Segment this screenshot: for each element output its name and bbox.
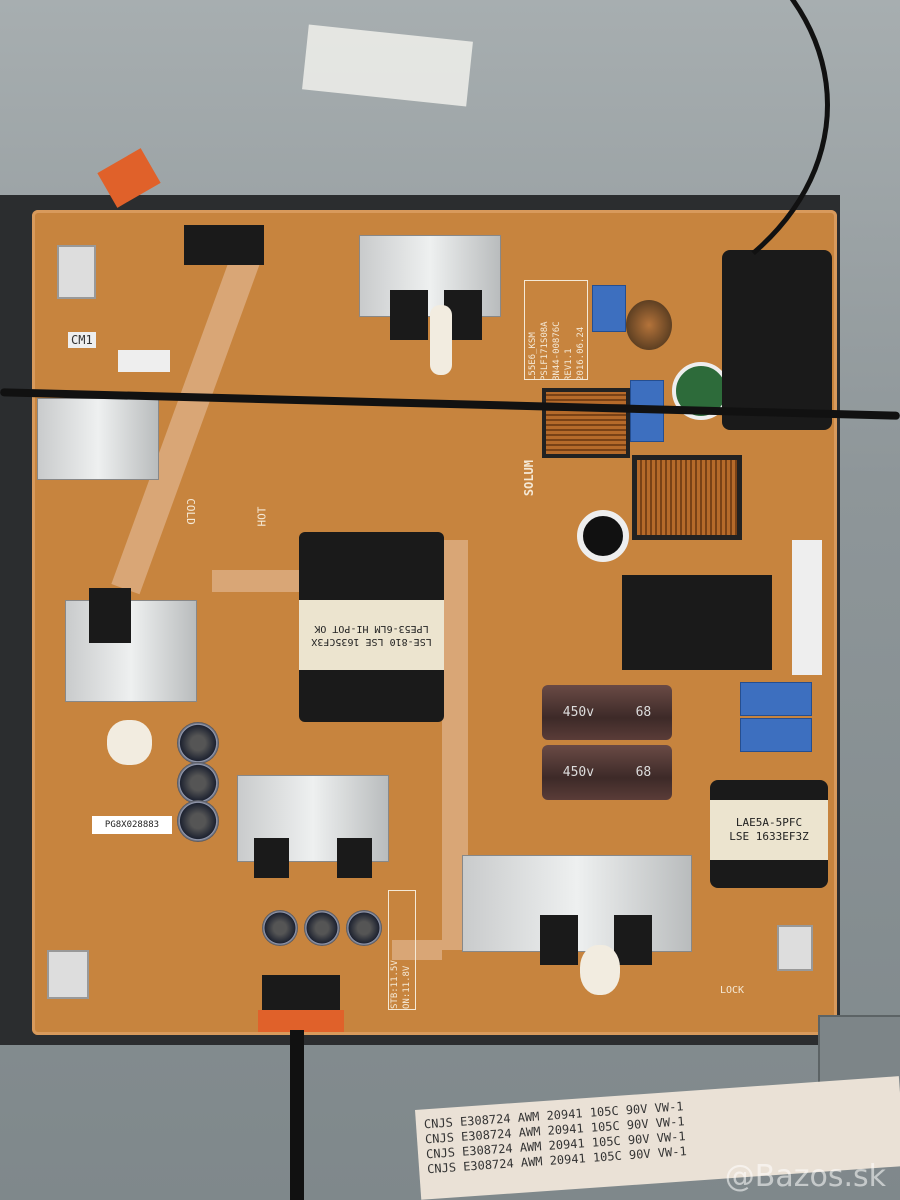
- cold-label: COLD: [183, 498, 197, 525]
- connector-cn802: [184, 225, 264, 265]
- isolation-trace: [392, 940, 442, 960]
- transistor: [337, 838, 372, 878]
- bridge-rectifier-heatsink: [622, 575, 772, 670]
- glue-blob: [580, 945, 620, 995]
- transformer-line2: LPE53-6LM HI-POT OK: [314, 623, 429, 634]
- transistor: [540, 915, 578, 965]
- power-supply-board: CM1 L55E6_KSM PSLF171S08A BN44-00876C RE…: [32, 210, 837, 1035]
- resistor-block: [118, 350, 170, 372]
- pfc-inductor-label: LAE5A-5PFC LSE 1633EF3Z: [710, 800, 828, 860]
- electrolytic-capacitor: [177, 762, 219, 804]
- cap-voltage: 450v: [562, 765, 595, 780]
- bulk-capacitor: 450v 68: [542, 745, 672, 800]
- glue-blob: [107, 720, 152, 765]
- lug-terminal: [47, 950, 89, 999]
- thermistor: [577, 510, 629, 562]
- harness-cable: [290, 1030, 304, 1200]
- watermark: @Bazos.sk: [724, 1159, 886, 1194]
- barcode-label: PG8X028883: [92, 816, 172, 834]
- standby-transformer: [37, 398, 159, 480]
- pfc-line2: LSE 1633EF3Z: [729, 830, 809, 843]
- cap-voltage: 450v: [562, 705, 595, 720]
- film-capacitor: [740, 682, 812, 716]
- bulk-capacitor: 450v 68: [542, 685, 672, 740]
- ac-inlet: [722, 250, 832, 430]
- transistor: [89, 588, 131, 643]
- hot-label: HOT: [255, 506, 269, 527]
- cap-value: 68: [635, 705, 652, 720]
- main-transformer-label: LSE-810 LSE 1635CF3X LPE53-6LM HI-POT OK: [299, 600, 444, 670]
- transistor: [254, 838, 289, 878]
- brand-logo-text: SOLUM: [522, 460, 536, 497]
- lug-terminal: [777, 925, 813, 971]
- choke-pair: [632, 455, 742, 540]
- stb-voltage: STB:11.5V: [390, 960, 400, 1009]
- cm1-label: CM1: [68, 332, 96, 348]
- lock-label: LOCK: [720, 985, 745, 996]
- on-voltage: ON:11.8V: [402, 965, 412, 1009]
- barcode-sticker: [792, 540, 822, 675]
- film-capacitor: [740, 718, 812, 752]
- glue-blob: [430, 305, 452, 375]
- cap-value: 68: [635, 765, 652, 780]
- electrolytic-capacitor: [346, 910, 382, 946]
- pfc-line1: LAE5A-5PFC: [735, 815, 803, 829]
- electrolytic-capacitor: [177, 722, 219, 764]
- transistor: [614, 915, 652, 965]
- connector-housing: [258, 1010, 344, 1032]
- lug-terminal: [57, 245, 96, 299]
- line-filter-choke: [542, 388, 630, 458]
- electrolytic-capacitor: [177, 800, 219, 842]
- transformer-line1: LSE-810 LSE 1635CF3X: [311, 636, 432, 647]
- electrolytic-capacitor: [304, 910, 340, 946]
- electrolytic-capacitor: [262, 910, 298, 946]
- left-heatsink: [65, 600, 197, 702]
